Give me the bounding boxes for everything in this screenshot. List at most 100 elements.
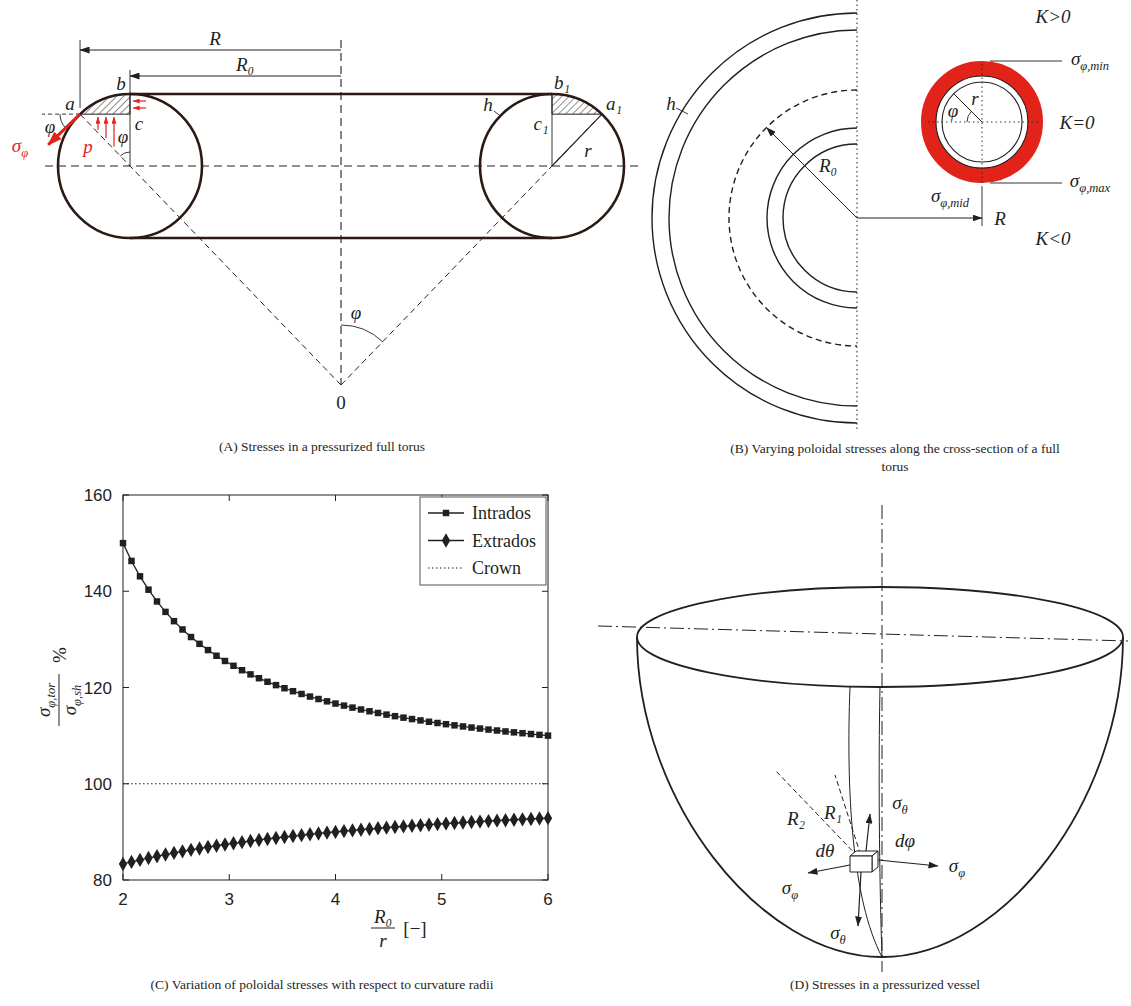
axis-tick [123, 874, 124, 880]
intrados-marker [273, 682, 279, 688]
math-label: σφ,min [1071, 49, 1109, 72]
angle-arc [120, 152, 130, 156]
extrados-marker [246, 834, 254, 848]
vessel-body [637, 637, 1123, 957]
math-label: σθ [830, 923, 846, 946]
pressure-arrow [133, 100, 146, 101]
axis-label: [−] [403, 919, 426, 938]
intrados-marker [154, 598, 160, 604]
math-label: φ [948, 101, 959, 120]
stress-arrow [878, 860, 938, 866]
extrados-curve [123, 818, 548, 864]
meridian-line [879, 687, 882, 957]
stress-arrow [866, 814, 870, 851]
extrados-marker [382, 820, 390, 834]
axis-tick [548, 495, 549, 501]
extrados-marker [357, 822, 365, 836]
center-line [928, 122, 1040, 123]
legend-marker [443, 510, 449, 516]
extrados-marker [399, 819, 407, 833]
extrados-marker [408, 819, 416, 833]
subscript-part: φ [21, 146, 28, 160]
intrados-marker [264, 679, 270, 685]
figure-caption: (A) Stresses in a pressurized full torus [219, 440, 425, 454]
torus-section [480, 94, 624, 238]
extrados-marker [255, 833, 263, 847]
intrados-marker [528, 731, 534, 737]
math-label: σθ [892, 793, 908, 816]
math-label: a₁ [606, 94, 622, 113]
extrados-marker [136, 853, 144, 867]
math-label: dφ [895, 831, 915, 850]
extrados-marker [212, 839, 220, 853]
symbol-part: σ [33, 708, 54, 717]
axis-tick [123, 591, 129, 592]
intrados-marker [230, 663, 236, 669]
axis-label: R₀ [374, 907, 392, 926]
axis-tick [441, 874, 442, 880]
intrados-marker [290, 688, 296, 694]
radius-arrow [766, 127, 857, 218]
legend-label: Intrados [472, 504, 531, 522]
axis-tick [229, 495, 230, 501]
symbol-part: σ [892, 792, 901, 813]
intrados-marker [196, 641, 202, 647]
extrados-marker [433, 817, 441, 831]
math-label: R₀ [236, 55, 254, 74]
extrados-marker [238, 835, 246, 849]
shell-element [872, 851, 878, 872]
extrados-marker [323, 825, 331, 839]
extrados-marker [272, 831, 280, 845]
math-label: σφ [12, 136, 28, 159]
dimension-line [130, 76, 341, 77]
intrados-marker [383, 711, 389, 717]
math-label: φ [351, 303, 362, 322]
normal-line [341, 114, 602, 385]
extrados-marker [510, 813, 518, 827]
math-label: φ [118, 127, 129, 146]
extrados-marker [544, 811, 552, 825]
extension-line [990, 183, 1062, 184]
extrados-marker [144, 851, 152, 865]
extrados-marker [161, 847, 169, 861]
subscript-part: θ [902, 803, 908, 817]
math-label: r [971, 89, 978, 108]
legend-sample [428, 568, 464, 569]
intrados-marker [145, 586, 151, 592]
axis-tick [542, 687, 548, 688]
symbol-part: σ [931, 185, 940, 206]
half-ring [783, 144, 857, 292]
intrados-marker [358, 706, 364, 712]
axis-tick [542, 880, 548, 881]
extrados-marker [374, 821, 382, 835]
intrados-marker [222, 658, 228, 664]
math-label: R [209, 29, 221, 48]
meridian-line [849, 687, 882, 957]
radius-line [130, 94, 131, 166]
math-label: a [65, 94, 75, 113]
intrados-marker [400, 714, 406, 720]
axis-line [882, 505, 883, 972]
legend-marker [442, 533, 450, 547]
stress-arrow [808, 865, 850, 873]
radius-line [775, 770, 863, 862]
tick-label: 140 [84, 583, 112, 600]
tick-label: 3 [225, 891, 234, 908]
vessel-rim [637, 587, 1123, 687]
intrados-marker [519, 730, 525, 736]
symbol-part: σ [949, 855, 958, 876]
tick-label: 120 [84, 679, 112, 696]
intrados-marker [460, 723, 466, 729]
math-label: σφ,max [1070, 171, 1110, 194]
math-label: φ [45, 117, 56, 136]
intrados-marker [451, 722, 457, 728]
extrados-marker [459, 815, 467, 829]
math-label: R₁ [824, 803, 842, 822]
intrados-marker [485, 726, 491, 732]
axis-label: % [50, 647, 69, 663]
extrados-marker [391, 820, 399, 834]
axis-tick [542, 495, 548, 496]
axis-tick [123, 880, 129, 881]
extrados-marker [119, 857, 127, 871]
